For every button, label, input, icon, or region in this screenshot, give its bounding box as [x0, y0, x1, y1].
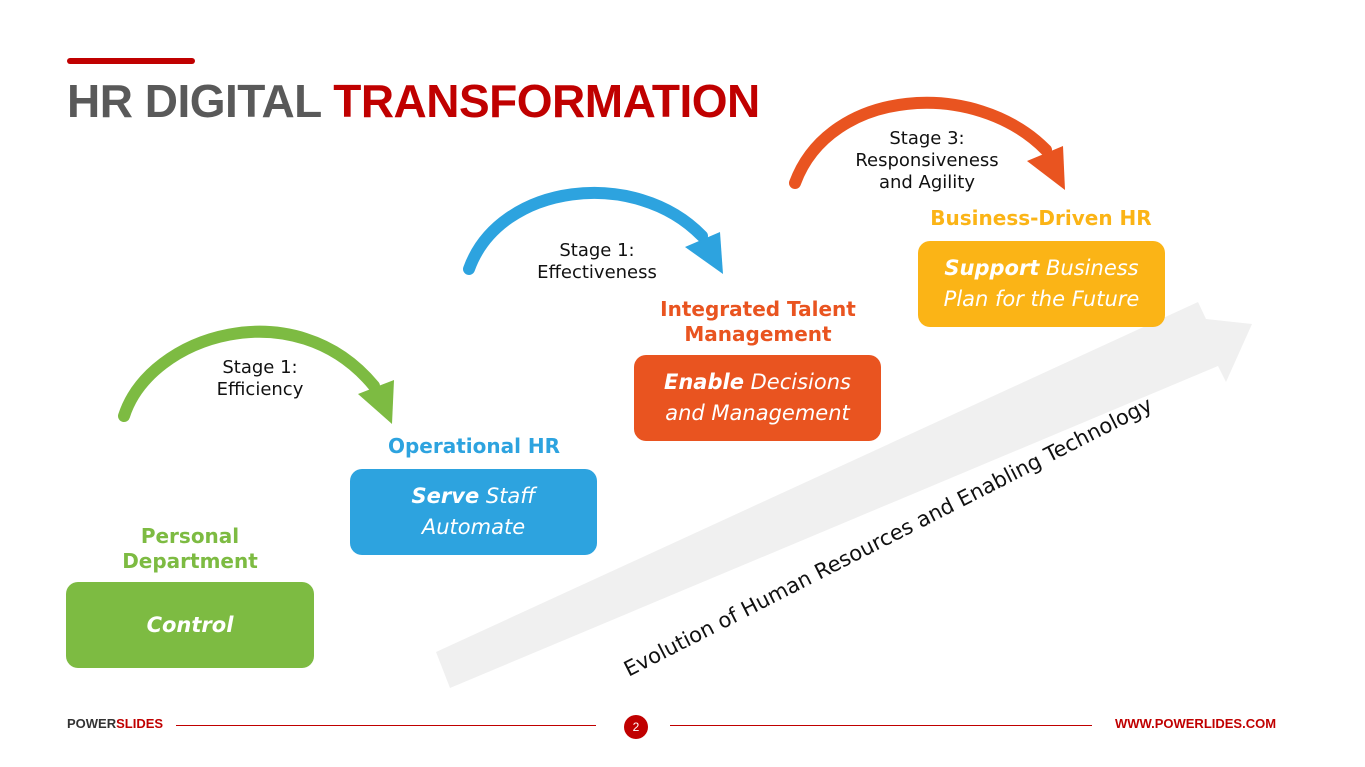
title-accent-bar [67, 58, 195, 64]
heading-line: Operational HR [387, 434, 561, 458]
stage-label-line: Efficiency [216, 379, 304, 400]
box-line: and Management [665, 401, 850, 425]
box-line: Support Business [944, 253, 1138, 284]
heading-line: Department [122, 549, 258, 573]
box-line: Plan for the Future [943, 287, 1140, 311]
stage-label-effectiveness: Stage 1: Effectiveness [517, 240, 677, 284]
heading-line: Management [684, 322, 832, 346]
footer-brand-part2: SLIDES [116, 716, 164, 731]
box-line: Serve Staff [412, 481, 536, 512]
box-rest-text: Business [1039, 256, 1139, 280]
stage-1-efficiency-arrow [118, 325, 394, 424]
stage-label-responsiveness: Stage 3: Responsiveness and Agility [837, 128, 1017, 194]
stage-label-line: Effectiveness [537, 262, 657, 283]
stage-label-line: Stage 1: [559, 240, 635, 261]
box-bold-text: Serve [411, 484, 480, 508]
box-rest-text: Staff [479, 484, 536, 508]
heading-business-driven-hr: Business-Driven HR [915, 206, 1167, 231]
heading-line: Personal [140, 524, 240, 548]
box-rest-text: Decisions [743, 370, 851, 394]
stage-label-efficiency: Stage 1: Efficiency [190, 357, 330, 401]
title-part1: HR DIGITAL [67, 75, 334, 127]
title-part2: TRANSFORMATION [333, 75, 760, 127]
page-title: HR DIGITAL TRANSFORMATION [67, 74, 760, 128]
stage-1-effectiveness-arrow [463, 187, 723, 275]
stage-label-line: Stage 1: [222, 357, 298, 378]
box-serve-staff: Serve Staff Automate [350, 469, 597, 555]
footer-brand: POWERSLIDES [67, 716, 163, 731]
box-enable-decisions: Enable Decisions and Management [634, 355, 881, 441]
stage-label-line: and Agility [878, 172, 976, 193]
footer-divider-right [670, 725, 1092, 726]
box-bold-text: Support [944, 256, 1040, 280]
heading-line: Integrated Talent [660, 297, 856, 321]
box-support-business: Support Business Plan for the Future [918, 241, 1165, 327]
stage-3-responsiveness-arrow [789, 96, 1065, 190]
heading-personal-department: Personal Department [100, 524, 280, 574]
stage-label-line: Stage 3: [889, 128, 965, 149]
heading-integrated-talent-management: Integrated Talent Management [637, 297, 879, 347]
box-line: Automate [421, 515, 526, 539]
box-line: Control [147, 610, 234, 641]
footer-brand-part1: POWER [67, 716, 117, 731]
page-number-badge: 2 [624, 715, 648, 739]
stage-label-line: Responsiveness [855, 150, 999, 171]
evolution-arrow [436, 302, 1252, 688]
heading-operational-hr: Operational HR [364, 434, 584, 459]
heading-line: Business-Driven HR [930, 206, 1152, 230]
box-bold-text: Control [146, 612, 234, 637]
box-line: Enable Decisions [664, 367, 851, 398]
footer-divider-left [176, 725, 596, 726]
footer-website: WWW.POWERLIDES.COM [1115, 716, 1277, 731]
box-control: Control [66, 582, 314, 668]
box-bold-text: Enable [664, 370, 744, 394]
